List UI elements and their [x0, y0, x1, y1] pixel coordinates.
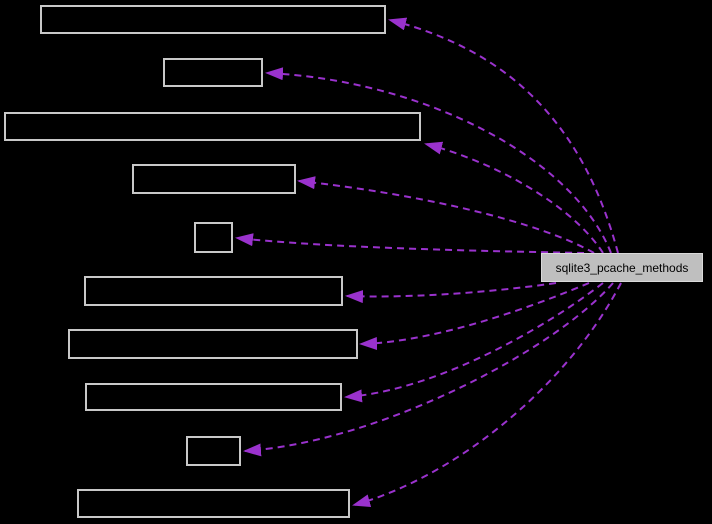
graph-node-node-8[interactable] [85, 383, 342, 411]
dependency-edge-node-2 [265, 67, 612, 254]
graph-node-node-3[interactable] [4, 112, 421, 141]
graph-node-node-5[interactable] [194, 222, 233, 253]
graph-node-node-10[interactable] [77, 489, 350, 518]
graph-node-node-7[interactable] [68, 329, 358, 359]
dependency-edge-node-7 [359, 282, 590, 351]
dependency-edge-node-3 [424, 141, 604, 254]
graph-node-node-9[interactable] [186, 436, 241, 466]
dependency-edge-node-5 [235, 233, 585, 254]
dependency-edge-node-6 [345, 282, 557, 304]
dependency-edge-node-4 [297, 176, 595, 254]
focus-node: sqlite3_pcache_methods [541, 253, 703, 282]
graph-node-node-4[interactable] [132, 164, 296, 194]
graph-node-node-6[interactable] [84, 276, 343, 306]
focus-node-label: sqlite3_pcache_methods [555, 260, 689, 275]
dependency-edge-node-1 [388, 17, 619, 254]
dependency-edge-node-10 [352, 282, 622, 508]
graph-node-node-1[interactable] [40, 5, 386, 34]
graph-node-node-2[interactable] [163, 58, 263, 87]
dependency-edge-node-9 [243, 282, 614, 457]
